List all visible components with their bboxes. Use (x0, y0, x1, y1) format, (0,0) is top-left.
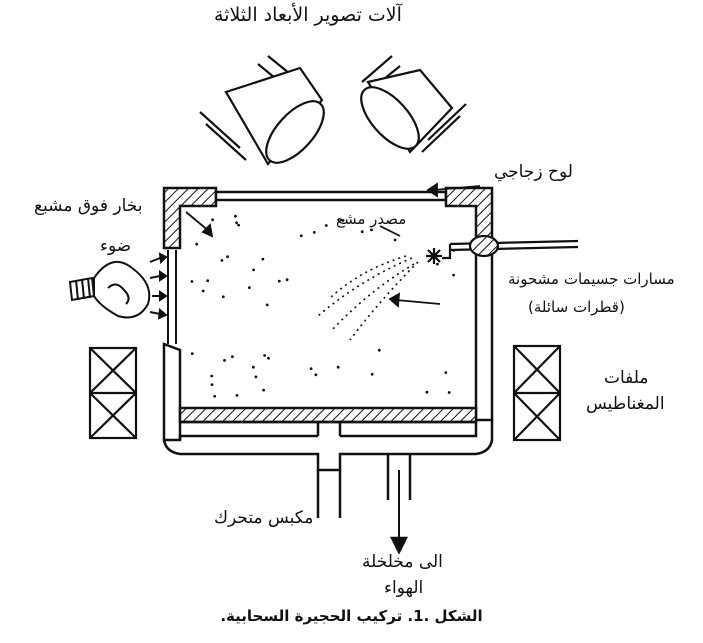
liquid-droplets-label: (قطرات سائلة) (528, 298, 625, 316)
air-outlet-label-line1: الى مخلخلة (362, 552, 443, 572)
vapor-droplet (226, 255, 229, 259)
vapor-droplet (444, 371, 448, 374)
vapor-droplet (190, 352, 194, 355)
left-camera (199, 55, 325, 166)
chamber-body (162, 186, 494, 555)
figure-caption: الشكل .1. تركيب الحجيرة السحابية. (220, 607, 483, 625)
vapor-droplet (285, 278, 289, 282)
vapor-droplet (248, 286, 251, 289)
vapor-droplet (370, 228, 373, 232)
vapor-droplet (206, 279, 210, 283)
vapor-droplet (237, 223, 241, 227)
vapor-droplet (190, 280, 194, 283)
vapor-droplet (265, 303, 269, 307)
vapor-droplet (425, 390, 429, 394)
vapor-droplet (210, 383, 214, 386)
vapor-droplet (360, 230, 364, 234)
vapor-droplet (377, 348, 381, 352)
moving-piston-label: مكبس متحرك (214, 508, 314, 528)
magnet-coils-label-line2: المغناطيس (586, 394, 665, 414)
right-magnet-coil (512, 344, 562, 442)
vapor-droplet (447, 391, 451, 394)
light-bulb (68, 260, 151, 319)
vapor-droplet (452, 249, 456, 252)
particle-tracks (317, 255, 419, 341)
leader-lines (185, 182, 481, 308)
vapor-droplet (223, 359, 226, 362)
vapor-droplet (312, 231, 316, 234)
vapor-droplet (234, 214, 237, 218)
vapor-droplet (262, 388, 265, 392)
vapor-droplet (235, 221, 239, 225)
vapor-droplets (190, 214, 456, 398)
particle-tracks-label: مسارات جسيمات مشحونة (508, 270, 675, 288)
magnet-coils-label-line1: ملفات (604, 368, 649, 388)
right-camera (360, 55, 467, 154)
radioactive-source-label: مصدر مشع (336, 210, 407, 228)
vapor-droplet (195, 242, 199, 246)
vapor-droplet (277, 279, 281, 283)
vapor-droplet (336, 365, 340, 369)
left-magnet-coil (88, 346, 138, 440)
vapor-droplet (393, 238, 397, 242)
vapor-droplet (452, 273, 455, 277)
vapor-droplet (299, 234, 303, 238)
vapor-droplet (261, 257, 265, 261)
vapor-droplet (341, 219, 345, 222)
vapor-droplet (436, 262, 439, 266)
vapor-droplet (252, 365, 255, 369)
light-rays (149, 252, 168, 320)
vapor-droplet (309, 367, 313, 370)
side-window (167, 250, 177, 344)
vapor-droplet (235, 394, 239, 397)
vapor-droplet (314, 373, 318, 377)
vapor-droplet (254, 375, 258, 379)
vapor-droplet (213, 394, 217, 398)
vapor-droplet (211, 218, 215, 222)
air-outlet-label-line2: الهواء (384, 578, 424, 598)
source-holder (426, 234, 579, 264)
vapor-droplet (263, 354, 266, 357)
saturated-vapor-label: بخار فوق مشبع (34, 196, 143, 216)
light-label: ضوء (100, 236, 132, 256)
vapor-droplet (220, 259, 224, 262)
vapor-droplet (252, 268, 256, 272)
glass-plate-label: لوح زجاجي (494, 162, 573, 182)
vapor-droplet (210, 374, 214, 378)
vapor-droplet (324, 224, 328, 227)
vapor-droplet (221, 295, 225, 299)
vapor-droplet (231, 355, 234, 359)
vapor-droplet (267, 356, 270, 360)
cameras-label: آلات تصوير الأبعاد الثلاثة (214, 4, 402, 26)
vapor-droplet (201, 289, 205, 293)
vapor-droplet (370, 372, 374, 376)
